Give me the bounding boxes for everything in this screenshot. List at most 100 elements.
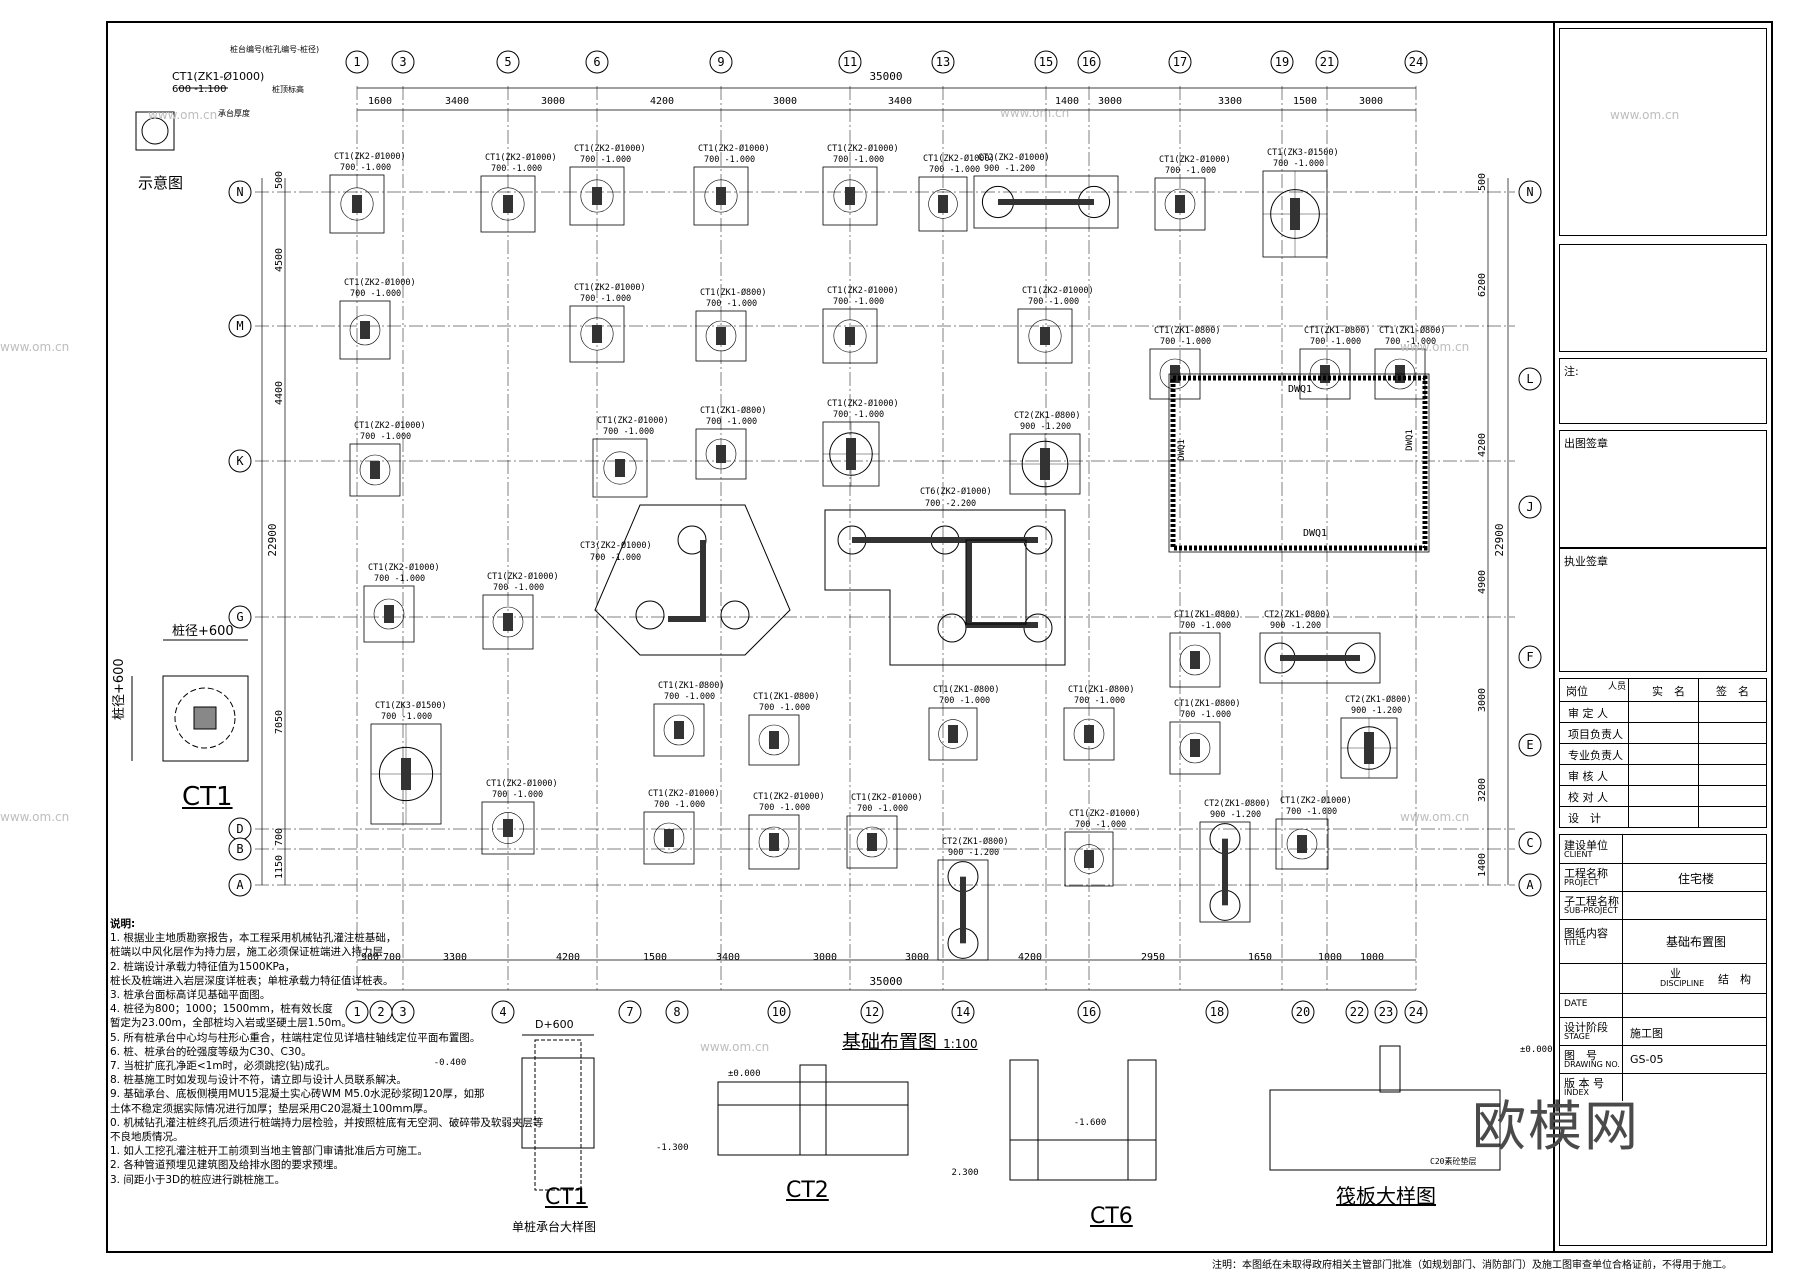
pile-cap-outline <box>693 166 749 226</box>
pile-cap-level: 700 -1.000 <box>492 790 543 800</box>
dim-top: 1600 <box>368 96 392 107</box>
pile-cap-outline <box>937 859 989 961</box>
pile-cap-name: CT1(ZK2-Ø1000) <box>574 143 646 154</box>
tb-drawing-no-label: 图 号 <box>1564 1049 1597 1062</box>
column-stub <box>938 195 948 213</box>
axis-bubble-label: 1 <box>353 1005 360 1019</box>
pile-circle <box>705 438 737 470</box>
pile-cap-level: 700 -1.000 <box>350 289 401 299</box>
axis-bubble-label: F <box>1526 650 1533 664</box>
pile-cap-outline <box>1169 632 1221 688</box>
pile-cap-level: 700 -1.000 <box>1165 166 1216 176</box>
legend-cap-symbol <box>135 111 175 151</box>
dim-bottom: 1000 <box>1360 952 1384 963</box>
pile-cap <box>569 305 625 363</box>
column-stub <box>503 819 513 837</box>
pile-cap <box>1199 821 1251 923</box>
pile-cap-name: CT1(ZK1-Ø800) <box>700 287 767 298</box>
pile-cap-outline <box>822 308 878 364</box>
note-line: 2. 桩端设计承载力特征值为1500KPa， <box>110 960 296 973</box>
note-line: 不良地质情况。 <box>110 1131 184 1144</box>
pile-cap-name: CT1(ZK2-Ø1000) <box>354 420 426 431</box>
pile-cap-level: 700 -1.000 <box>491 164 542 174</box>
pile-cap <box>1275 818 1329 870</box>
pile-circle <box>373 598 405 630</box>
pile-cap-outline <box>748 814 800 870</box>
axis-bubble-label: 8 <box>673 1005 680 1019</box>
plan-title: 基础布置图 1:100 <box>842 1027 978 1054</box>
tb-reg-stamp-box: 执业签章 <box>1559 548 1767 672</box>
column-stub <box>615 459 625 477</box>
notes-heading: 说明: <box>110 918 136 930</box>
axis-bubble <box>951 1000 975 1024</box>
titleblock-frame <box>1553 21 1773 1253</box>
dwq1-wall-outer <box>1168 373 1430 553</box>
watermark-small: www.om.cn <box>1400 810 1470 824</box>
axis-bubble-label: N <box>236 185 243 199</box>
column-stub <box>1290 198 1300 230</box>
tb-row-discipline: 业 DISCIPLINE 结 构 <box>1560 963 1766 994</box>
column-stub <box>769 833 779 851</box>
tb-title-label-en: TITLE <box>1564 938 1586 947</box>
pile-circle <box>938 719 968 749</box>
axis-bubble <box>709 50 733 74</box>
axis-bubble-label: 20 <box>1296 1005 1310 1019</box>
pile-circle <box>1179 644 1211 676</box>
ct6-wall <box>966 622 1038 628</box>
wall-label: DWQ1 <box>1288 384 1312 395</box>
pile-cap-outline <box>1275 818 1329 870</box>
axis-bubble-label: 3 <box>399 1005 406 1019</box>
tb-info-table: 建设单位 CLIENT 工程名称 PROJECT 住宅楼 子工程名称 SUB-P… <box>1559 834 1767 1246</box>
pile-circle <box>359 454 391 486</box>
ct6-outline <box>824 509 1066 666</box>
plan-labels: CT1(ZK2-Ø1000)700 -1.000CT1(ZK2-Ø1000)70… <box>131 87 1446 858</box>
dim-total-left: 22900 <box>266 523 279 556</box>
ct6-detail-wall <box>1127 1059 1157 1181</box>
axis-bubble <box>860 1000 884 1024</box>
pile-cap <box>1154 177 1206 231</box>
tb-project-label: 工程名称 <box>1564 867 1608 880</box>
pile-circle <box>937 613 967 643</box>
pile-cap-level: 700 -2.200 <box>925 499 976 509</box>
axis-bubble <box>618 1000 642 1024</box>
pile-circle <box>653 822 685 854</box>
footer-note: 注明：本图纸在未取得政府相关主管部门批准（如规划部门、消防部门）及施工图审查单位… <box>1212 1260 1732 1271</box>
axis-bubble-label: C <box>1526 836 1533 850</box>
pile-cap-name: CT6(ZK2-Ø1000) <box>920 486 992 497</box>
pile-cap <box>1063 707 1115 761</box>
tb-stamp-label: 出图签章 <box>1564 437 1608 450</box>
pile-cap-level: 700 -1.000 <box>706 417 757 427</box>
pile-cap <box>339 300 391 360</box>
dim-total-right: 22900 <box>1493 523 1506 556</box>
pile-cap-name: CT2(ZK1-Ø800) <box>942 836 1009 847</box>
dim-left: 700 <box>274 828 285 846</box>
tb-client-label: 建设单位 <box>1564 839 1608 852</box>
pile-cap-name: CT2(ZK2-Ø1000) <box>978 152 1050 163</box>
ct6-detail-slab <box>1009 1139 1157 1181</box>
axis-bubble <box>345 1000 369 1024</box>
dim-top: 1400 <box>1055 96 1079 107</box>
axis-bubble <box>585 50 609 74</box>
note-line: 桩长及桩端进入岩层深度详桩表；单桩承载力特征值详桩表。 <box>110 974 394 987</box>
pile-cap <box>1064 831 1114 887</box>
axis-bubble <box>1168 50 1192 74</box>
pile-circle <box>580 317 614 351</box>
dim-bottom: 700 <box>383 952 401 963</box>
pile-cap <box>846 815 898 869</box>
pile-cap-outline <box>918 176 968 232</box>
pile-cap-outline <box>822 166 878 226</box>
pile-cap-level: 700 -1.000 <box>590 553 641 563</box>
tb-role: 设 计 <box>1568 812 1601 825</box>
tb-col-divider <box>1698 679 1699 827</box>
pile-circle <box>758 724 790 756</box>
column-stub <box>592 187 602 205</box>
tb-role: 校 对 人 <box>1568 791 1608 804</box>
axis-bubble-label: 19 <box>1275 55 1289 69</box>
pile-cap-level: 700 -1.000 <box>360 432 411 442</box>
tb-index-label-en: INDEX <box>1564 1088 1590 1097</box>
pile-circle <box>1286 828 1318 860</box>
pile-cap <box>748 714 800 766</box>
note-line: 暂定为23.00m，全部桩均入岩或坚硬土层1.50m。 <box>110 1017 352 1030</box>
pile-cap <box>695 310 747 362</box>
axis-bubble <box>767 1000 791 1024</box>
